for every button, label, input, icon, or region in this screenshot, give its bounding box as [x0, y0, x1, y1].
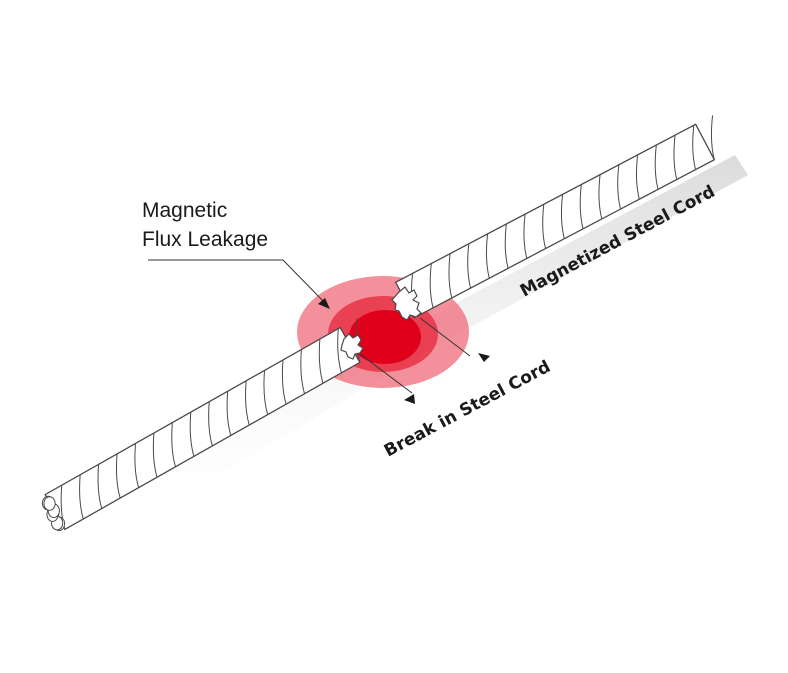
cord-strand-line: [504, 223, 509, 269]
cord-strand-line: [560, 194, 565, 239]
cord-strand-line: [97, 464, 103, 509]
cord-strand-line: [115, 453, 121, 499]
break-arrow-left: [404, 394, 415, 404]
cord-strand-line: [263, 370, 269, 415]
cord-strand-line: [134, 443, 140, 488]
cord-strand-line: [523, 214, 528, 259]
cord-strand-line: [318, 339, 324, 384]
cord-strand-line: [245, 380, 250, 426]
break-arrow-right: [478, 353, 490, 362]
cord-strand-line: [337, 328, 342, 373]
cord-strand-line: [300, 349, 306, 394]
cord-strand-line: [226, 391, 232, 436]
break-ends: [340, 286, 422, 360]
broken-end-lower: [340, 333, 364, 360]
cord-strand-line: [617, 164, 622, 210]
cord-strand-line: [152, 432, 158, 478]
cord-strand-line: [635, 154, 640, 200]
cord-strand-line: [448, 253, 453, 299]
callout-leader: [148, 259, 326, 304]
flux-core: [349, 310, 421, 364]
steel-cord-lower-segment: [41, 318, 361, 532]
cord-body: [44, 326, 361, 531]
cord-strand-line: [598, 174, 603, 220]
cord-strand-line: [485, 233, 490, 279]
break-dimension-lines: [359, 317, 471, 394]
cord-strand-line: [79, 474, 84, 520]
cord-strand-line: [673, 135, 678, 180]
callout-label-line2: Flux Leakage: [142, 228, 268, 251]
cord-strand-line: [467, 243, 472, 289]
cord-strand-line: [579, 184, 584, 229]
cord-strand-line: [429, 263, 434, 308]
cord-strand-line: [710, 115, 715, 160]
cord-strand-line: [542, 204, 547, 249]
cord-strand-line: [208, 401, 213, 447]
cord-strand-line: [189, 412, 195, 457]
callout-arrowhead: [318, 298, 330, 309]
cord-strand-line: [281, 359, 287, 405]
broken-end-upper: [391, 286, 422, 321]
cord-strand-line: [692, 125, 697, 170]
cord-strand-line: [654, 144, 659, 190]
callout-label-line1: Magnetic: [142, 199, 227, 222]
cord-end-strand: [43, 496, 56, 511]
cord-strand-line: [171, 422, 176, 467]
